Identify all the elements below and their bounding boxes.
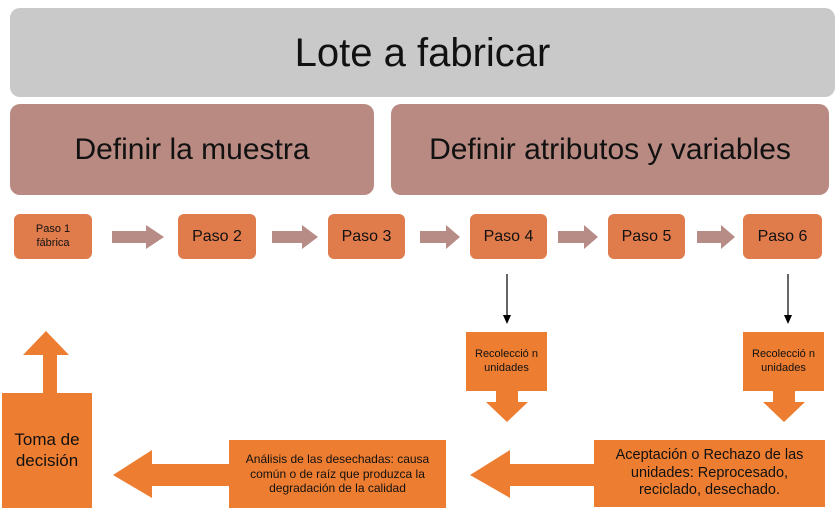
arrow-right-1 <box>112 225 164 249</box>
collection-box-2: Recolecció n unidades <box>743 332 824 391</box>
section-define-attributes: Definir atributos y variables <box>391 104 829 195</box>
page-title: Lote a fabricar <box>10 8 835 97</box>
arrow-left-1 <box>470 450 594 498</box>
arrow-up <box>23 331 69 393</box>
step-2: Paso 2 <box>178 214 256 259</box>
arrow-right-2 <box>272 225 318 249</box>
collection-box-1: Recolecció n unidades <box>466 332 547 391</box>
arrow-right-3 <box>420 225 460 249</box>
arrow-right-4 <box>558 225 598 249</box>
step-5: Paso 5 <box>608 214 685 259</box>
arrow-left-2 <box>113 450 229 498</box>
analysis-box: Análisis de las desechadas: causa común … <box>229 440 446 508</box>
arrow-down-1 <box>486 390 528 422</box>
decision-box: Toma de decisión <box>2 393 92 508</box>
step-1: Paso 1 fábrica <box>14 214 92 259</box>
acceptance-box: Aceptación o Rechazo de las unidades: Re… <box>594 440 825 507</box>
step-1-sublabel: fábrica <box>36 236 70 249</box>
thin-arrow-down-2 <box>784 315 792 324</box>
step-6: Paso 6 <box>743 214 822 259</box>
step-3: Paso 3 <box>328 214 405 259</box>
arrow-down-2 <box>763 390 805 422</box>
arrow-right-5 <box>697 225 735 249</box>
thin-arrow-down-1 <box>503 315 511 324</box>
section-define-sample: Definir la muestra <box>10 104 374 195</box>
step-1-label: Paso 1 <box>35 223 71 236</box>
step-4: Paso 4 <box>470 214 547 259</box>
